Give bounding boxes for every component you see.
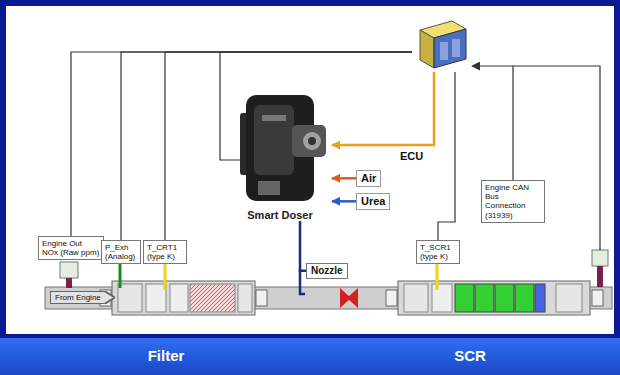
node-text: Engine Out NOx (Raw ppm)	[42, 239, 100, 257]
node-text: T_SCR1 (type K)	[420, 243, 456, 261]
unit-icon	[412, 16, 472, 72]
illustration-part	[515, 284, 534, 312]
illustration-part	[118, 284, 142, 312]
ecu-unit: ECU	[412, 16, 472, 72]
unit-icon	[228, 85, 332, 209]
illustration-part	[238, 284, 252, 312]
illustration-part	[119, 262, 122, 288]
inlet-arrow: From Engine	[50, 291, 115, 304]
nozzle-box: Nozzle	[306, 263, 348, 279]
illustration-part	[495, 284, 514, 312]
illustration-part	[386, 290, 397, 306]
illustration-part	[170, 284, 188, 312]
connector	[472, 66, 513, 180]
sensor-box: T_SCR1 (type K)	[416, 240, 460, 264]
illustration-part	[475, 284, 494, 312]
node-text: Air	[361, 172, 376, 185]
illustration-part	[300, 270, 305, 294]
bus-box: Engine CAN Bus Connection (31939)	[481, 180, 545, 223]
illustration-part	[398, 281, 590, 315]
sensor-box: Engine Out NOx (Raw ppm)	[38, 236, 104, 260]
doser-unit: Smart Doser	[228, 85, 332, 221]
connector	[332, 177, 356, 180]
illustration-part	[592, 290, 603, 306]
illustration-part	[592, 250, 608, 266]
node-text: ECU	[400, 150, 460, 162]
illustration-part	[66, 278, 72, 288]
arrow-shape	[50, 291, 115, 304]
node-text: Engine CAN Bus Connection (31939)	[485, 183, 541, 220]
band-label: SCR	[454, 347, 486, 364]
illustration-part	[432, 284, 452, 312]
white-panel	[6, 6, 614, 334]
illustration-part	[556, 284, 582, 312]
connector	[332, 200, 356, 203]
node-text: From Engine	[55, 293, 101, 302]
node-text: P_Exh (Analog)	[105, 243, 137, 261]
sensor-box: P_Exh (Analog)	[101, 240, 141, 264]
node-text: Nozzle	[311, 265, 343, 277]
sensor-box: T_CRT1 (type K)	[143, 240, 187, 264]
illustration-part	[60, 262, 78, 278]
illustration-part	[256, 290, 267, 306]
node-text: Smart Doser	[228, 209, 332, 221]
supply-box: Air	[356, 170, 381, 187]
illustration-part	[597, 266, 603, 287]
connector	[332, 72, 434, 145]
illustration-part	[190, 284, 235, 312]
node-text: T_CRT1 (type K)	[147, 243, 183, 261]
illustration-part	[112, 281, 255, 315]
exhaust-pipe	[45, 281, 612, 315]
illustration-part	[404, 284, 428, 312]
connector	[438, 72, 455, 240]
illustration-part	[535, 284, 545, 312]
band-label: Filter	[148, 347, 185, 364]
supply-box: Urea	[356, 193, 390, 210]
illustration-part	[436, 262, 439, 290]
sensor-probes	[60, 66, 608, 294]
node-text: Urea	[361, 195, 385, 208]
illustration-part	[455, 284, 474, 312]
bottom-band	[0, 338, 620, 375]
illustration-part	[347, 288, 358, 308]
illustration-part	[164, 262, 167, 290]
illustration-part	[146, 284, 166, 312]
